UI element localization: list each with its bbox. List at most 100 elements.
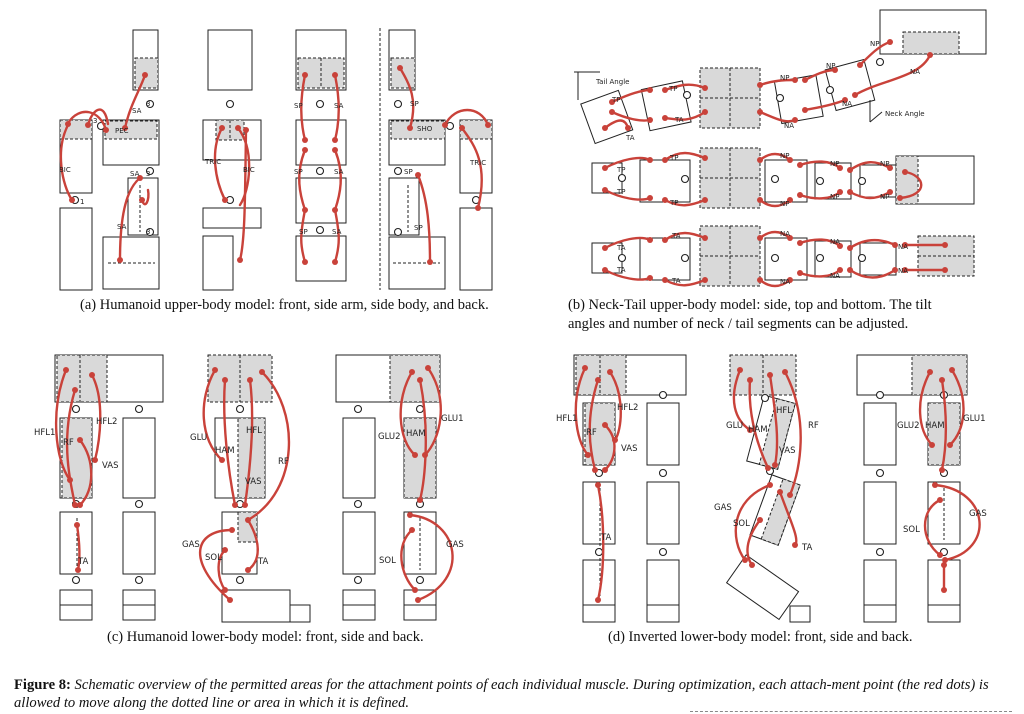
label-sp2: SP: [294, 168, 303, 176]
label-sa2: SA: [130, 170, 140, 178]
label-ta6: TA: [671, 277, 681, 285]
label-ta5: TA: [671, 232, 681, 240]
label-tail-angle: Tail Angle: [595, 78, 629, 86]
label-na7: NA: [830, 272, 840, 280]
label-sol4: SOL: [903, 525, 920, 535]
label-vas4: VAS: [779, 446, 795, 456]
label-np2: NP: [826, 62, 835, 70]
label-rf3: RF: [586, 428, 597, 438]
label-tric: TRIC: [204, 158, 221, 166]
label-bic2: BIC: [243, 166, 255, 174]
label-na3: NA: [910, 68, 920, 76]
divider: [690, 711, 1012, 712]
panel-a-humanoid-upper: SA 3 PEC 3 BIC 1 SA 3 SA 3 TRIC BIC: [59, 28, 493, 291]
figure-caption: Figure 8: Schematic overview of the perm…: [14, 676, 1014, 712]
label-ham2: HAM: [406, 429, 426, 439]
label-hfl: HFL: [246, 426, 262, 436]
label-np9: NP: [880, 193, 889, 201]
label-sol2: SOL: [379, 556, 396, 566]
label-3: 3: [146, 100, 150, 108]
label-neck-angle: Neck Angle: [885, 110, 925, 118]
label-gas4: GAS: [969, 509, 987, 519]
label-na6: NA: [830, 238, 840, 246]
label-na4: NA: [780, 230, 790, 238]
label-3c: 3: [146, 170, 150, 178]
label-na2: NA: [842, 100, 852, 108]
label-ta3: TA: [616, 244, 626, 252]
label-hfl2b: HFL2: [617, 403, 638, 413]
label-sp4: SP: [410, 100, 419, 108]
label-sp5: SP: [404, 168, 413, 176]
label-tp: TP: [611, 96, 621, 104]
label-np7: NP: [830, 193, 839, 201]
label-rf4: RF: [808, 421, 819, 431]
label-3d: 3: [146, 228, 150, 236]
label-ham4: HAM: [925, 421, 945, 431]
label-glu2c: GLU2: [897, 421, 920, 431]
label-sp: SP: [294, 102, 303, 110]
label-sol3: SOL: [733, 519, 750, 529]
label-na: NA: [784, 122, 794, 130]
label-ta7: TA: [77, 557, 89, 567]
label-sp6: SP: [414, 224, 423, 232]
label-np3: NP: [870, 40, 879, 48]
label-np5: NP: [780, 200, 789, 208]
label-sa5: SA: [334, 168, 344, 176]
label-gas3: GAS: [714, 503, 732, 513]
label-np6: NP: [830, 160, 839, 168]
figure-caption-text: Schematic overview of the permitted area…: [14, 677, 989, 711]
label-glu1b: GLU1: [963, 414, 986, 424]
label-tp6: TP: [669, 199, 679, 207]
label-1: 1: [80, 198, 84, 206]
label-vas2: VAS: [245, 477, 261, 487]
caption-b-line2: angles and number of neck / tail segment…: [568, 316, 909, 332]
label-hfl1: HFL1: [34, 428, 55, 438]
label-na9: NA: [898, 267, 908, 275]
label-glu2: GLU2: [378, 432, 401, 442]
label-bic: BIC: [59, 166, 71, 174]
label-rf: RF: [63, 438, 74, 448]
label-tp5: TP: [669, 154, 679, 162]
label-glu1: GLU1: [441, 414, 464, 424]
label-ta8: TA: [257, 557, 269, 567]
label-tp3: TP: [616, 166, 626, 174]
label-hfl2: HFL2: [96, 417, 117, 427]
label-tp4: TP: [616, 188, 626, 196]
label-gas2: GAS: [446, 540, 464, 550]
label-sho: SHO: [417, 125, 433, 133]
label-vas3: VAS: [621, 444, 637, 454]
label-np: NP: [780, 74, 789, 82]
label-ta10: TA: [801, 543, 813, 553]
label-tp2: TP: [668, 85, 678, 93]
label-sa: SA: [132, 107, 142, 115]
label-gas: GAS: [182, 540, 200, 550]
panel-c-humanoid-lower: HFL1 HFL2 RF VAS TA GLU HFL HAM RF: [34, 354, 464, 623]
label-ta2: TA: [674, 116, 684, 124]
panel-d-inverted-lower: HFL1 HFL2 RF VAS TA: [556, 354, 987, 623]
label-np8: NP: [880, 160, 889, 168]
label-glu2b: GLU: [726, 421, 743, 431]
figure-caption-label: Figure 8:: [14, 677, 71, 693]
caption-c: (c) Humanoid lower-body model: front, si…: [107, 629, 424, 645]
label-pec: PEC: [115, 127, 129, 135]
label-ta: TA: [625, 134, 635, 142]
label-hfl3: HFL: [776, 406, 792, 416]
label-sa6: SA: [332, 228, 342, 236]
caption-a: (a) Humanoid upper-body model: front, si…: [80, 297, 489, 313]
caption-b-line1: (b) Neck-Tail upper-body model: side, to…: [568, 297, 932, 313]
label-na5: NA: [780, 278, 790, 286]
label-glu: GLU: [190, 433, 207, 443]
label-hfl1b: HFL1: [556, 414, 577, 424]
label-sp3: SP: [299, 228, 308, 236]
label-vas: VAS: [102, 461, 118, 471]
label-sol: SOL: [205, 553, 222, 563]
label-ta9: TA: [600, 533, 612, 543]
label-ham3: HAM: [748, 425, 768, 435]
label-sa4: SA: [334, 102, 344, 110]
label-tric2: TRIC: [469, 159, 486, 167]
label-np4: NP: [780, 152, 789, 160]
label-na8: NA: [898, 243, 908, 251]
label-3b: 3: [93, 117, 97, 125]
label-rf2: RF: [278, 457, 289, 467]
